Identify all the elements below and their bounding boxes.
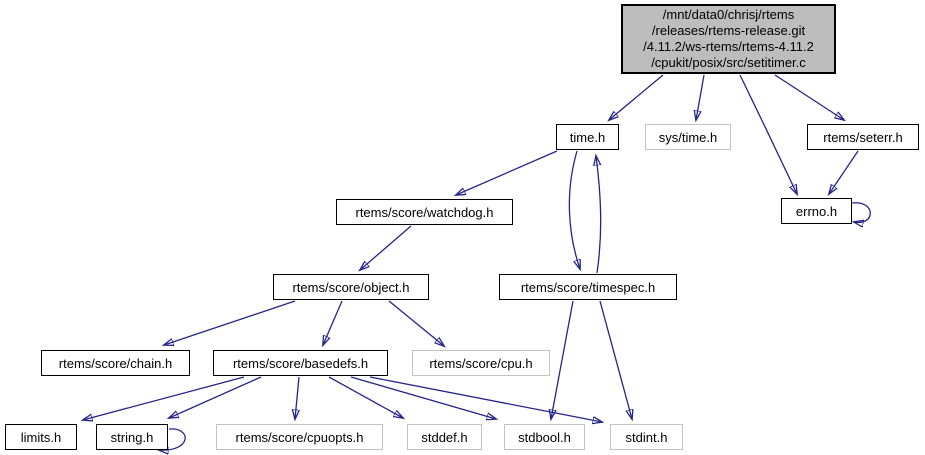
node-rtems-score-watchdog-h[interactable]: rtems/score/watchdog.h: [336, 199, 513, 225]
node-rtems-score-object-h[interactable]: rtems/score/object.h: [273, 274, 429, 300]
edge-watchdog-to-object: [360, 225, 412, 270]
edge-basedefs-to-stdbool: [350, 376, 496, 419]
edge-object-to-chain: [164, 300, 296, 345]
node-errno-h[interactable]: errno.h: [781, 198, 852, 224]
node-string-h[interactable]: string.h: [96, 424, 168, 450]
node-time-h[interactable]: time.h: [556, 124, 619, 150]
node-stdint-h: stdint.h: [610, 424, 683, 450]
root-path-line: /4.11.2/ws-rtems/rtems-4.11.2: [643, 39, 814, 54]
node-rtems-score-cpuopts-h: rtems/score/cpuopts.h: [216, 424, 383, 450]
edge-time-to-timespec: [568, 150, 580, 269]
edge-timespec-to-stdint: [599, 300, 632, 419]
edge-object-to-cpu: [388, 300, 444, 346]
edge-setitimer-to-time: [609, 74, 664, 120]
node-rtems-score-timespec-h[interactable]: rtems/score/timespec.h: [499, 274, 677, 300]
node-stddef-h: stddef.h: [407, 424, 482, 450]
edge-seterr-to-errno: [829, 150, 859, 194]
node-rtems-score-basedefs-h[interactable]: rtems/score/basedefs.h: [213, 350, 388, 376]
edge-timespec-to-stdbool: [551, 300, 574, 419]
node-limits-h[interactable]: limits.h: [5, 424, 77, 450]
root-path-line: /releases/rtems-release.git: [651, 23, 806, 38]
edge-basedefs-to-cpuopts: [295, 376, 299, 419]
edge-setitimer-to-seterr: [774, 74, 844, 120]
edge-setitimer-to-sys-time: [696, 74, 705, 120]
root-path-line: /cpukit/posix/src/setitimer.c: [651, 55, 806, 70]
node-rtems-score-cpu-h: rtems/score/cpu.h: [412, 350, 550, 376]
node-sys-time-h: sys/time.h: [645, 124, 731, 150]
edge-basedefs-to-stddef: [328, 376, 403, 418]
edge-basedefs-to-limits: [83, 376, 245, 420]
node-rtems-score-chain-h[interactable]: rtems/score/chain.h: [41, 350, 190, 376]
edge-time-to-watchdog: [456, 150, 558, 195]
edge-object-to-basedefs: [323, 300, 343, 345]
edge-errno-self-loop: [852, 202, 871, 223]
edge-timespec-to-time: [596, 156, 601, 274]
edge-basedefs-to-string: [169, 376, 262, 418]
root-path-line: /mnt/data0/chrisj/rtems: [662, 7, 795, 22]
node-rtems-seterr-h[interactable]: rtems/seterr.h: [807, 124, 919, 150]
edge-setitimer-to-errno: [739, 74, 797, 194]
edge-basedefs-to-stdint: [369, 376, 602, 422]
node-setitimer-c: /mnt/data0/chrisj/rtems /releases/rtems-…: [621, 4, 836, 74]
node-stdbool-h: stdbool.h: [504, 424, 585, 450]
